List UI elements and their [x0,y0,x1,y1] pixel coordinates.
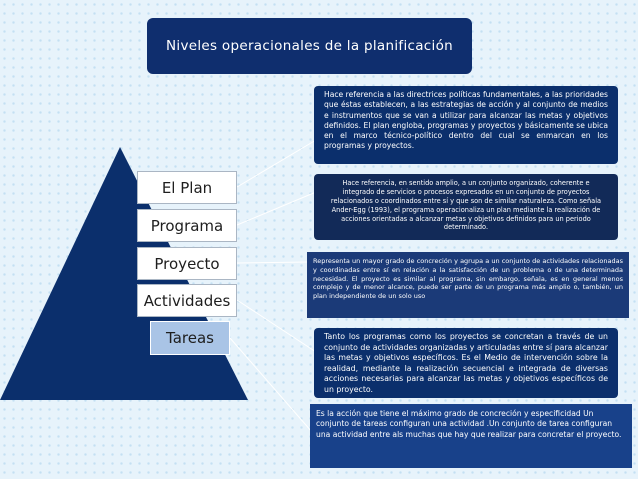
connector-lines [229,139,317,433]
page-title: Niveles operacionales de la planificació… [147,18,472,74]
connector-tareas [229,337,313,433]
description-el-plan: Hace referencia a las directrices políti… [314,86,618,164]
description-actividades: Tanto los programas como los proyectos s… [314,328,618,398]
level-proyecto: Proyecto [137,247,237,280]
level-programa: Programa [137,209,237,242]
level-actividades: Actividades [137,284,237,317]
connector-plan [236,139,317,188]
description-tareas: Es la acción que tiene el máximo grado d… [310,404,632,468]
connector-actividades [236,299,317,353]
level-tareas: Tareas [150,321,230,355]
description-programa: Hace referencia, en sentido amplio, a un… [314,174,618,240]
description-proyecto: Representa un mayor grado de concreción … [307,252,629,318]
connector-proyecto [236,261,310,264]
connector-programa [236,191,317,226]
level-el-plan: El Plan [137,171,237,204]
